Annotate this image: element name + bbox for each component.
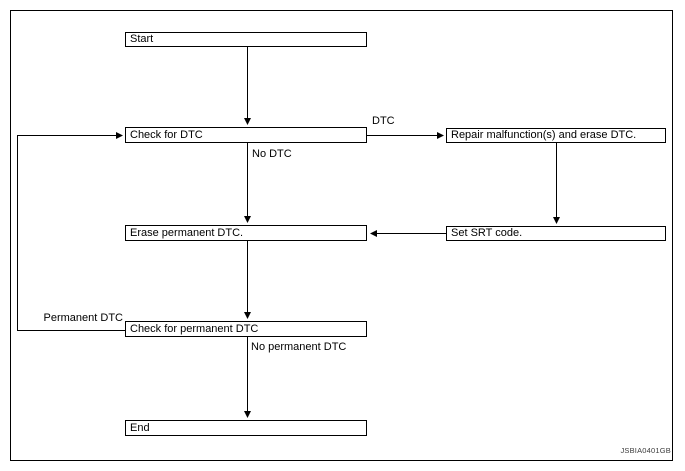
node-end: End [125,420,367,436]
node-check-permanent-dtc: Check for permanent DTC [125,321,367,337]
node-set-srt-code: Set SRT code. [446,226,666,241]
edge-check-permanent-to-check-dtc [17,132,125,331]
edge-label-permanent-dtc: Permanent DTC [43,312,123,324]
node-erase-permanent-dtc: Erase permanent DTC. [125,225,367,241]
node-start: Start [125,32,367,47]
flowchart-border [10,10,673,461]
node-check-dtc: Check for DTC [125,127,367,143]
node-repair-malfunction: Repair malfunction(s) and erase DTC. [446,128,666,143]
edge-label-no-dtc: No DTC [252,148,292,160]
edge-label-dtc: DTC [372,115,395,127]
edge-label-no-permanent-dtc: No permanent DTC [251,341,347,353]
figure-code: JSBIA0401GB [620,446,671,455]
